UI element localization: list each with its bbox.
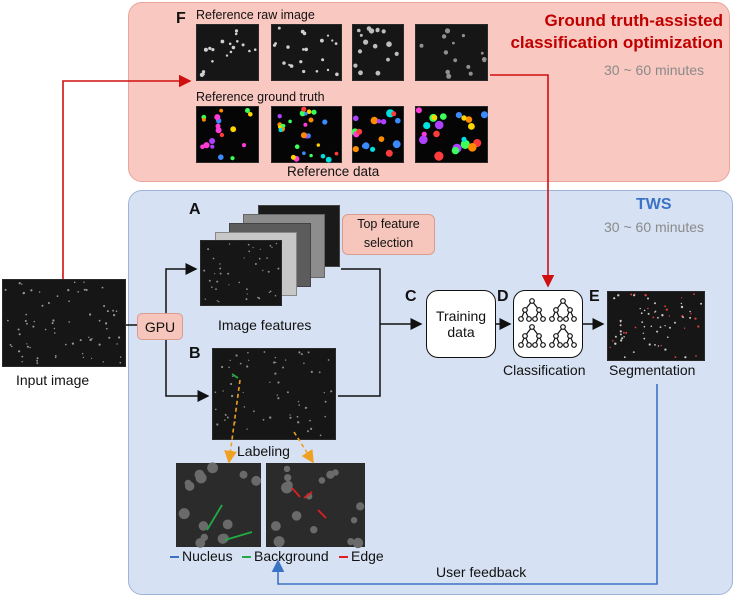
reference-gt-image-1 [196,106,259,163]
segmentation-label: Segmentation [609,362,696,378]
gpu-box: GPU [137,313,183,340]
reference-data-caption: Reference data [287,164,380,179]
training-label-line1: Training [435,308,487,324]
tws-time: 30 ~ 60 minutes [604,219,705,235]
reference-raw-label: Reference raw image [196,8,315,22]
panel-letter-a: A [189,201,201,218]
panel-letter-f: F [176,10,186,27]
classification-box [513,290,583,358]
input-image [2,279,126,367]
labeling-zoom-1 [176,463,261,547]
legend-edge-swatch [339,556,348,558]
reference-raw-image-1 [196,24,259,81]
labeling-image [212,348,336,440]
panel-letter-c: C [405,288,417,305]
image-features-label: Image features [218,317,312,333]
labeling-label: Labeling [237,443,290,459]
reference-gt-image-4 [415,106,488,163]
panel-letter-d: D [497,288,509,305]
user-feedback-label: User feedback [436,564,527,580]
training-label-line2: data [447,324,475,340]
reference-raw-image-2 [271,24,342,81]
panel-letter-e: E [589,288,600,305]
legend-nucleus-swatch [170,556,179,558]
segmentation-image [607,291,705,361]
feature-layer-1 [200,240,282,306]
reference-raw-image-4 [415,24,488,81]
reference-raw-image-3 [352,24,404,81]
training-data-box: Training data [426,290,496,358]
gt-title-line1: Ground truth-assisted [544,11,723,30]
tws-title: TWS [636,196,672,213]
top-feature-selection-box: Top feature selection [342,214,435,255]
reference-gt-image-2 [271,106,342,163]
decision-trees-icon [518,298,577,348]
input-image-label: Input image [16,372,90,388]
classification-label: Classification [503,362,586,378]
gt-panel-time: 30 ~ 60 minutes [604,62,705,78]
panel-letter-b: B [189,345,201,362]
reference-gt-label: Reference ground truth [196,90,325,104]
reference-gt-image-3 [352,106,404,163]
legend-background-swatch [242,556,251,558]
gt-panel-title: Ground truth-assisted classification opt… [510,10,723,54]
legend-nucleus: Nucleus [182,548,233,564]
labeling-zoom-2 [266,463,365,547]
legend-edge: Edge [351,548,384,564]
legend-background: Background [254,548,329,564]
gt-title-line2: classification optimization [510,33,723,52]
